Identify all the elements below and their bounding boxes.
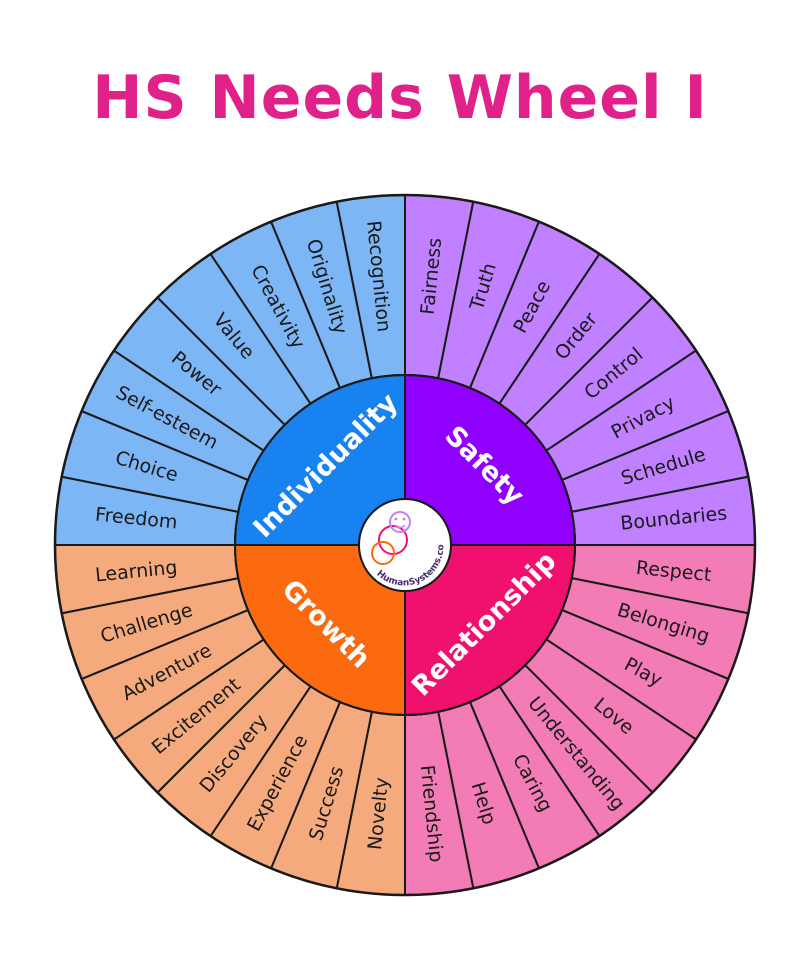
logo: HumanSystems.co [358, 498, 452, 592]
page-title: HS Needs Wheel I [92, 63, 708, 133]
wheel-outline [53, 193, 757, 897]
logo-smiley-eye [402, 517, 406, 521]
logo-smiley-mouth [394, 524, 406, 529]
logo-smiley-icon [389, 511, 411, 533]
logo-circle-orange [371, 541, 395, 565]
logo-badge [358, 498, 452, 592]
logo-smiley-eye [394, 517, 398, 521]
inner-ring-outline [234, 374, 576, 716]
